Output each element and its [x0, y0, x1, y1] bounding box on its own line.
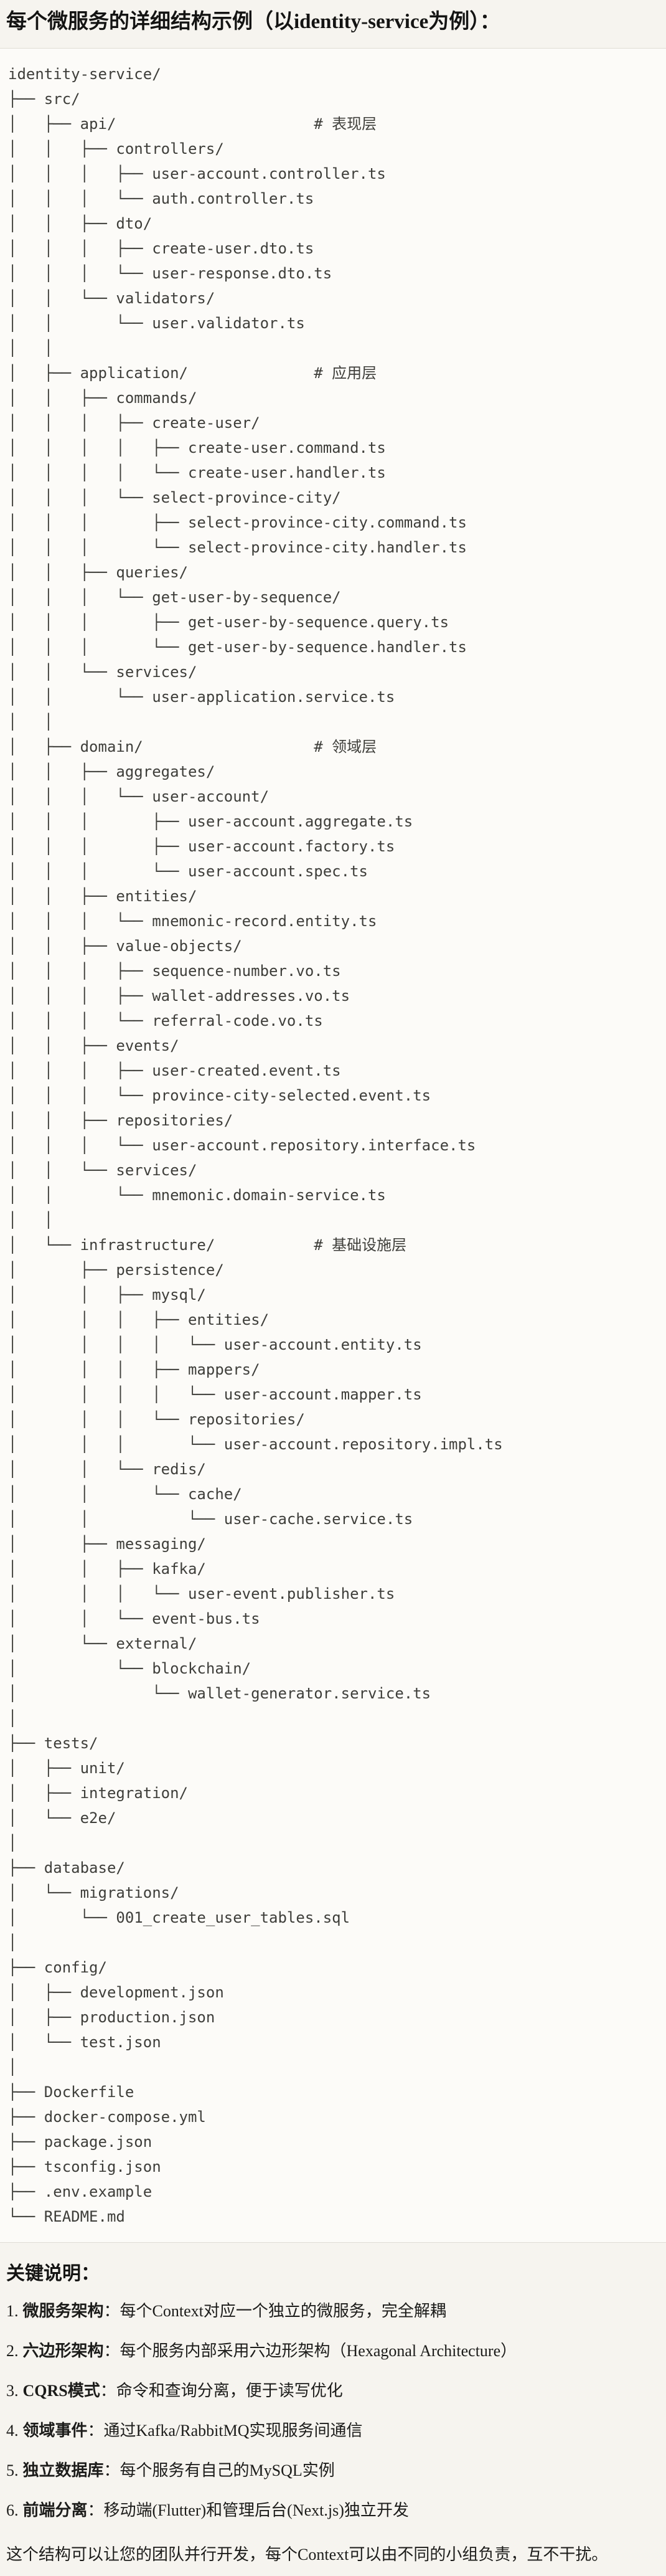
- note-text: ：移动端(Flutter)和管理后台(Next.js)独立开发: [87, 2501, 409, 2519]
- note-item: 5.独立数据库：每个服务有自己的MySQL实例: [6, 2460, 659, 2481]
- note-label: 六边形架构: [22, 2341, 104, 2360]
- note-label: 微服务架构: [22, 2301, 104, 2320]
- note-item: 6.前端分离：移动端(Flutter)和管理后台(Next.js)独立开发: [6, 2500, 659, 2521]
- key-notes-section: 关键说明： 1.微服务架构：每个Context对应一个独立的微服务，完全解耦 2…: [0, 2243, 666, 2576]
- note-item: 3.CQRS模式：命令和查询分离，便于读写优化: [6, 2380, 659, 2402]
- note-text: ：每个Context对应一个独立的微服务，完全解耦: [103, 2301, 446, 2320]
- note-item: 4.领域事件：通过Kafka/RabbitMQ实现服务间通信: [6, 2420, 659, 2441]
- note-text: ：每个服务有自己的MySQL实例: [103, 2461, 335, 2479]
- directory-tree: identity-service/ ├── src/ │ ├── api/ # …: [8, 65, 503, 2225]
- note-text: ：每个服务内部采用六边形架构（Hexagonal Architecture）: [103, 2341, 517, 2360]
- note-item: 2.六边形架构：每个服务内部采用六边形架构（Hexagonal Architec…: [6, 2341, 659, 2362]
- note-label: CQRS模式: [22, 2381, 100, 2400]
- directory-tree-block: identity-service/ ├── src/ │ ├── api/ # …: [0, 47, 666, 2243]
- notes-heading: 关键说明：: [6, 2263, 100, 2284]
- note-number: 5.: [6, 2461, 19, 2479]
- note-number: 4.: [6, 2421, 19, 2440]
- note-label: 领域事件: [22, 2421, 88, 2440]
- note-number: 3.: [6, 2381, 19, 2400]
- note-label: 独立数据库: [22, 2461, 104, 2479]
- note-text: ：通过Kafka/RabbitMQ实现服务间通信: [87, 2421, 363, 2440]
- note-text: ：命令和查询分离，便于读写优化: [100, 2381, 343, 2400]
- note-number: 6.: [6, 2501, 19, 2519]
- page-title: 每个微服务的详细结构示例（以identity-service为例）：: [6, 11, 500, 33]
- note-number: 2.: [6, 2341, 19, 2360]
- header-area: 每个微服务的详细结构示例（以identity-service为例）：: [0, 0, 666, 36]
- note-item: 1.微服务架构：每个Context对应一个独立的微服务，完全解耦: [6, 2301, 659, 2322]
- notes-list: 1.微服务架构：每个Context对应一个独立的微服务，完全解耦 2.六边形架构…: [6, 2301, 659, 2521]
- note-number: 1.: [6, 2301, 19, 2320]
- note-label: 前端分离: [22, 2501, 88, 2519]
- closing-paragraph: 这个结构可以让您的团队并行开发，每个Context可以由不同的小组负责，互不干扰…: [6, 2545, 608, 2564]
